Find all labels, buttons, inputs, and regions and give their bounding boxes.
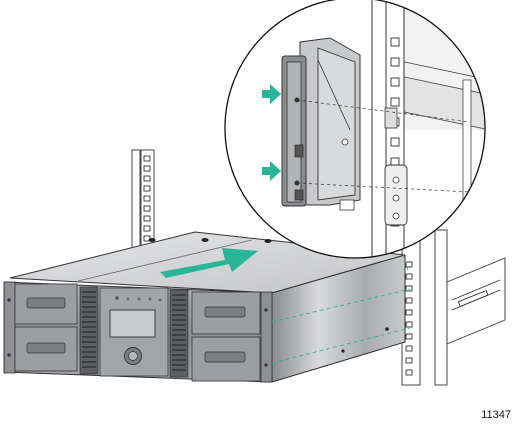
left-rack-holes — [143, 155, 151, 242]
lcd-display — [109, 309, 156, 338]
alignment-arrow-icon — [262, 84, 281, 104]
library-front-bezel — [3, 281, 273, 383]
status-led-1 — [115, 296, 119, 300]
status-led-5 — [158, 298, 162, 302]
status-led-3 — [137, 297, 141, 301]
status-led-4 — [148, 297, 152, 301]
detail-magnifier — [224, 0, 486, 259]
detail-rack-post — [371, 0, 387, 258]
right-rack-ear — [260, 291, 273, 383]
left-rack-ear — [3, 281, 16, 374]
status-led-2 — [126, 297, 130, 301]
figure-number: 11347 — [481, 409, 511, 421]
insert-direction-arrow-icon — [160, 248, 258, 278]
alignment-guides — [271, 253, 411, 364]
left-rack-post — [131, 149, 141, 251]
left-rack-rail — [140, 149, 155, 251]
right-vent-grille — [169, 289, 189, 378]
side-rail-right — [446, 257, 506, 345]
right-rack-post-back — [434, 229, 448, 386]
alignment-arrow-icon — [262, 161, 281, 181]
left-vent-grille — [79, 286, 99, 375]
